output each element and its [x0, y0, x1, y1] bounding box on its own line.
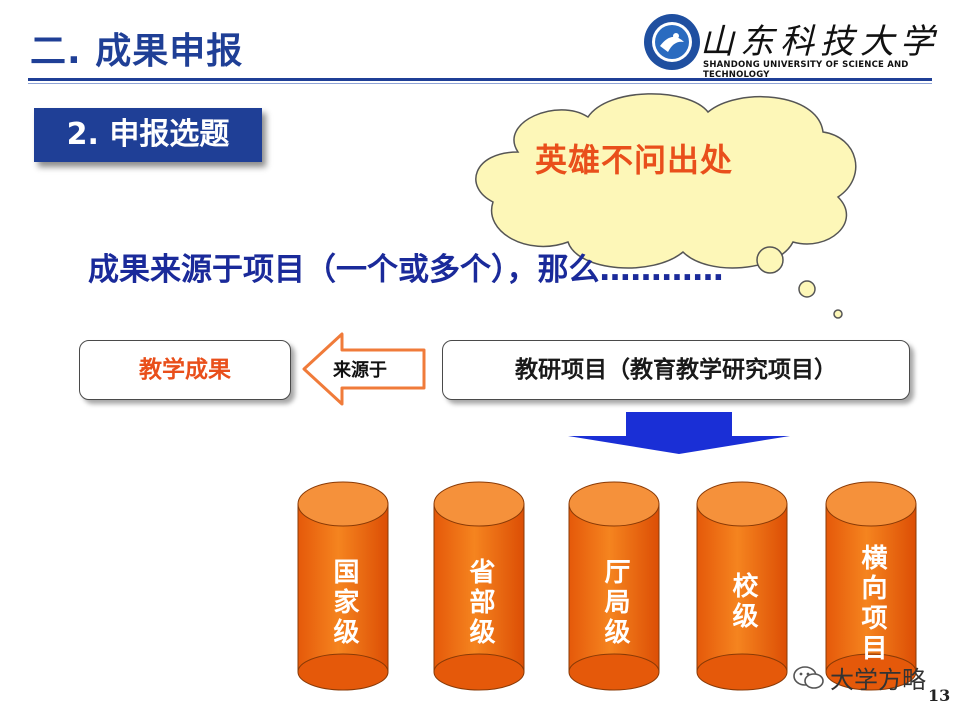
cylinder-provincial: [433, 481, 525, 691]
section-label: 2. 申报选题: [66, 117, 230, 152]
cloud-text: 英雄不问出处: [535, 141, 734, 179]
arrow-label: 来源于: [333, 360, 387, 381]
level-horizontal: 横向项目: [857, 544, 887, 664]
level-school: 校级: [728, 572, 758, 632]
left-arrow-icon: [302, 332, 426, 406]
title-divider-thin: [28, 83, 932, 84]
university-seal-icon: [644, 14, 700, 70]
university-name-en: SHANDONG UNIVERSITY OF SCIENCE AND TECHN…: [703, 60, 909, 80]
subtitle-text: 成果来源于项目（一个或多个），那么…………: [88, 252, 724, 288]
page-number: 13: [928, 686, 951, 705]
title-divider: [28, 78, 932, 81]
teaching-achievement-label: 教学成果: [139, 357, 231, 383]
section-badge: 2. 申报选题: [34, 108, 262, 162]
watermark-text: 大学方略: [830, 666, 926, 694]
cylinder-school: [696, 481, 788, 691]
cylinder-bureau: [568, 481, 660, 691]
thought-cloud-icon: [475, 93, 857, 319]
teaching-achievement-box: 教学成果: [79, 340, 291, 400]
level-national: 国家级: [329, 558, 359, 648]
level-provincial: 省部级: [465, 558, 495, 648]
cylinder-horizontal: [825, 481, 917, 691]
research-project-box: 教研项目（教育教学研究项目）: [442, 340, 910, 400]
level-bureau: 厅局级: [600, 558, 630, 648]
cylinder-national: [297, 481, 389, 691]
page-title: 二. 成果申报: [30, 31, 244, 72]
university-name-cn: 山东科技大学: [700, 22, 940, 62]
wechat-icon: [793, 666, 824, 689]
research-project-label: 教研项目（教育教学研究项目）: [515, 357, 837, 383]
down-arrow-icon: [568, 412, 790, 454]
